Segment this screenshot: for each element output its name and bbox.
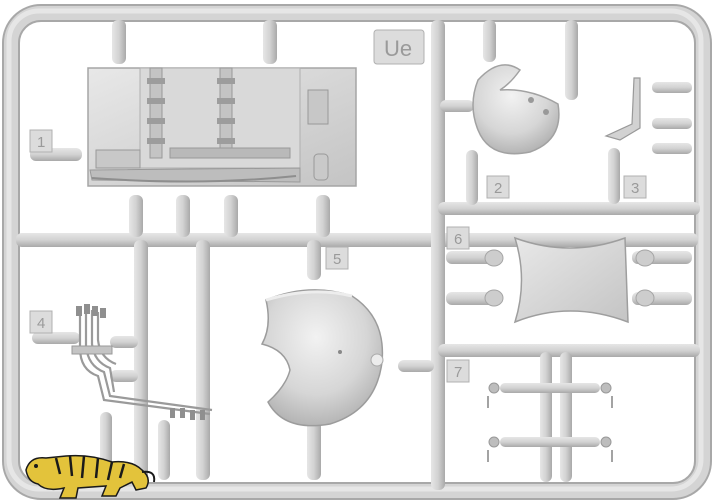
outer-frame [2,4,712,500]
part-number-4: 4 [37,315,45,332]
upper-feed-gates [30,20,330,237]
part-number-2: 2 [494,180,502,197]
part-number-tags: 1 2 3 4 5 6 7 [29,129,647,383]
part-number-6: 6 [454,231,462,248]
part-number-5: 5 [333,251,341,268]
part-3-bracket [604,77,692,204]
part-6-hourglass [446,236,692,324]
part-number-7: 7 [454,364,462,381]
part-5-dome [260,289,434,427]
part-number-1: 1 [37,134,45,151]
part-2-dome [440,20,578,205]
sprue-code-text: Ue [384,36,412,61]
tiger-logo [25,454,156,499]
part-4-pipes [32,304,213,482]
part-number-3: 3 [631,180,639,197]
part-7-rods [487,352,613,482]
sprue-code-tag: Ue [373,29,425,65]
part-1-plate [87,67,357,187]
